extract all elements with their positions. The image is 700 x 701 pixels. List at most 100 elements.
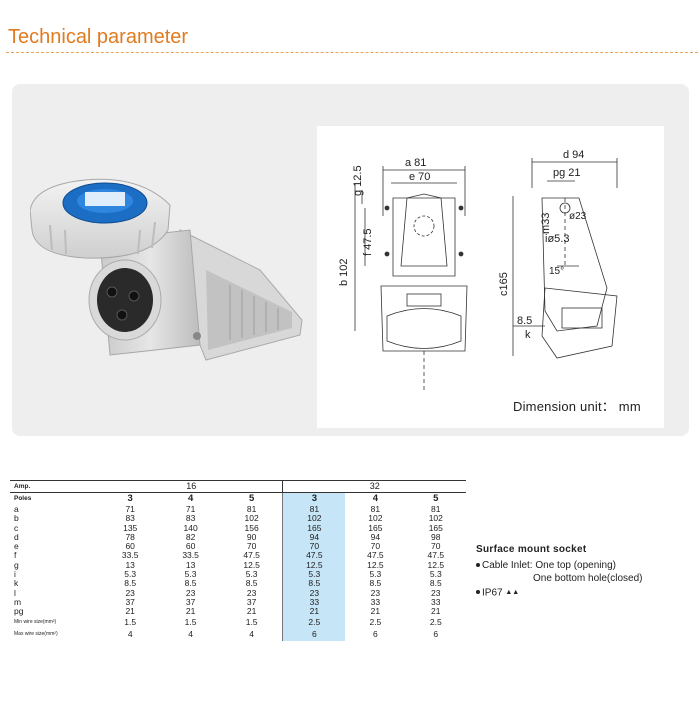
notes-heading: Surface mount socket	[476, 544, 587, 555]
table-cell: 5.3	[124, 569, 137, 580]
table-cell: 33.5	[121, 550, 139, 561]
product-image	[30, 178, 303, 361]
cable-inlet-line-2: One bottom hole(closed)	[533, 573, 643, 584]
table-cell: 83	[125, 513, 135, 524]
table-cell: 23	[185, 587, 196, 598]
table-cell: 5.3	[282, 569, 346, 580]
dim-l: ø23	[569, 211, 587, 222]
dim-b: b 102	[338, 258, 350, 286]
row-label: a	[14, 504, 19, 514]
table-cell: 13	[185, 559, 196, 570]
dimension-drawing	[317, 126, 664, 428]
table-cell: 21	[246, 606, 257, 617]
table-cell: 1.5	[124, 616, 137, 627]
table-cell: 82	[185, 531, 196, 542]
table-cell: 4	[249, 628, 254, 639]
table-cell: 165	[368, 522, 383, 533]
table-cell: 21	[282, 606, 346, 617]
amp-value: 32	[282, 480, 466, 493]
table-cell: 98	[431, 531, 441, 542]
row-label: l	[14, 587, 16, 598]
row-label: pg	[14, 606, 24, 617]
dim-g: g 12.5	[352, 165, 364, 196]
table-cell: 81	[431, 504, 441, 514]
table-cell: 13	[125, 559, 135, 570]
table-cell: 1.5	[245, 616, 258, 627]
table-cell: 94	[282, 532, 346, 543]
table-cell: 6	[433, 628, 439, 639]
table-cell: 102	[282, 513, 346, 524]
table-cell: 70	[370, 541, 381, 552]
poles-cell: 3	[282, 492, 346, 505]
table-cell: 102	[428, 513, 443, 524]
table-cell: 21	[185, 606, 196, 617]
row-label: m	[14, 596, 22, 607]
table-cell: 4	[127, 628, 133, 639]
poles-row: Poles 3 4 5 3 4 5	[10, 492, 466, 505]
bullet-icon	[476, 590, 480, 595]
page-title: Technical parameter	[8, 26, 189, 48]
amp-label: Amp.	[10, 480, 100, 493]
row-label: i	[14, 569, 16, 580]
dim-f: f 47.5	[362, 228, 374, 256]
row-label: Min wire size(mm²)	[14, 618, 57, 625]
table-cell: 23	[246, 587, 257, 598]
table-cell: 33	[370, 596, 381, 607]
table-cell: 21	[431, 606, 441, 617]
table-cell: 23	[282, 588, 346, 598]
table-cell: 47.5	[427, 550, 445, 561]
table-cell: 1.5	[184, 616, 197, 627]
poles-label: Poles	[14, 495, 32, 503]
table-cell: 5.3	[184, 569, 197, 580]
table-cell: 102	[244, 513, 259, 524]
table-cell: 78	[125, 531, 135, 542]
table-cell: 70	[431, 541, 441, 552]
dim-d: d 94	[563, 149, 584, 161]
table-cell: 135	[123, 522, 138, 533]
table-cell: 81	[282, 504, 346, 515]
table-cell: 94	[370, 531, 381, 542]
table-cell: 71	[125, 504, 135, 514]
row-label: c	[14, 522, 19, 533]
table-cell: 2.5	[369, 616, 382, 627]
dimension-drawing-lines: a 81 e 70 g 12.5 f 47.5 b 102 d 94 pg 21…	[338, 149, 618, 391]
table-cell: 47.5	[367, 550, 384, 561]
poles-cell: 3	[127, 493, 133, 505]
table-cell: 102	[368, 513, 383, 524]
poles-cell: 5	[248, 493, 255, 505]
table-cell: 156	[244, 522, 259, 533]
table-cell: 23	[431, 587, 441, 598]
table-cell: 12.5	[243, 559, 260, 570]
table-cell: 8.5	[369, 578, 382, 589]
table-cell: 6	[282, 628, 346, 641]
table-cell: 71	[185, 504, 196, 514]
table-cell: 33	[431, 596, 441, 607]
table-cell: 23	[370, 587, 381, 598]
table-cell: 165	[282, 523, 346, 533]
poles-cell: 4	[372, 493, 379, 505]
row-label: d	[14, 531, 19, 542]
table-cell: 21	[370, 606, 381, 617]
table-cell: 23	[125, 587, 135, 598]
table-cell: 33.5	[182, 550, 199, 561]
dim-i: iø5.3	[545, 233, 569, 245]
table-cell: 37	[185, 596, 196, 607]
table-cell: 12.5	[427, 559, 445, 570]
table-cell: 8.5	[124, 578, 137, 589]
table-cell: 33	[282, 597, 346, 608]
dim-k-value: 8.5	[517, 315, 532, 327]
row-label: f	[14, 550, 17, 561]
cable-inlet-line: Cable Inlet: One top (opening)	[476, 559, 643, 573]
